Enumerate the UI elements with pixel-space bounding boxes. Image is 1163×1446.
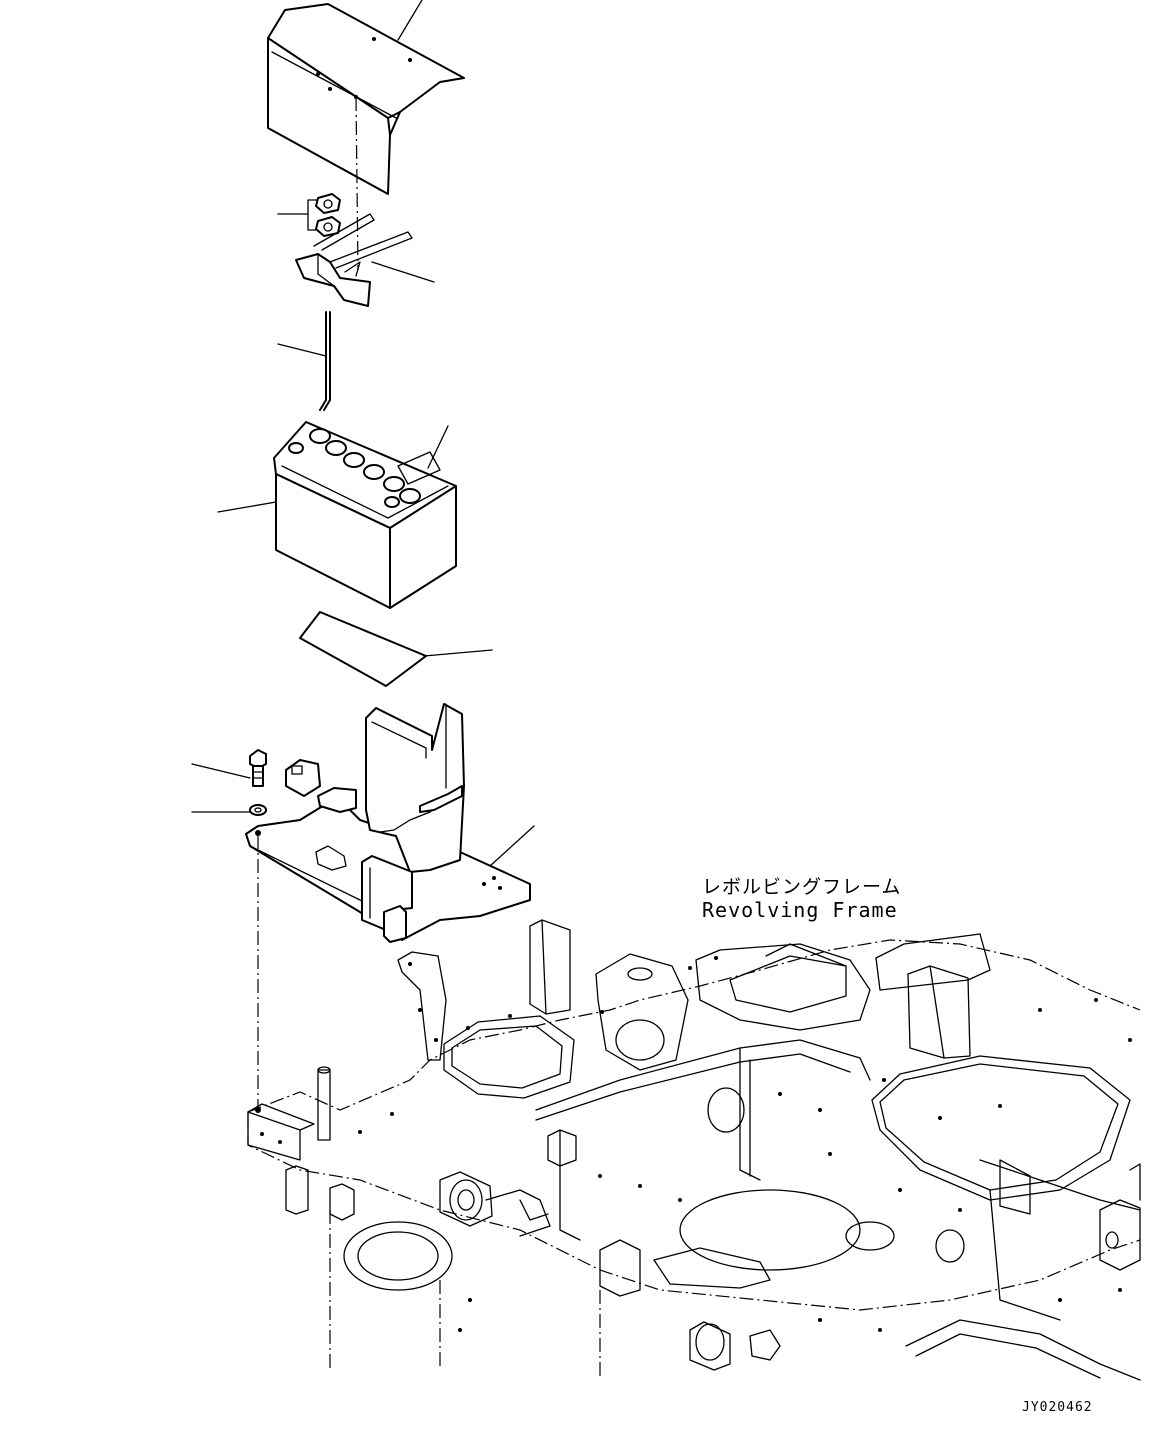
leader-line-bolt: [191, 763, 251, 779]
leader-line-hook-bolt: [277, 343, 327, 357]
leader-line-mat: [423, 649, 493, 657]
leader-line-cover: [397, 0, 423, 41]
drawing-code: JY020462: [1022, 1400, 1093, 1415]
battery-clamp-bracket: [295, 213, 413, 307]
bolt: [249, 749, 267, 787]
leader-line-battery-top: [427, 425, 449, 469]
battery-bracket: [245, 703, 531, 943]
nuts: [307, 193, 341, 237]
leader-line-battery: [217, 501, 277, 513]
leader-line-bracket: [489, 825, 535, 867]
washer: [249, 804, 267, 816]
frame-label-english: Revolving Frame: [702, 898, 898, 922]
battery-cover: [267, 3, 465, 271]
battery: [273, 421, 457, 609]
leader-line-clamp: [371, 261, 435, 283]
hook-bolt: [319, 311, 331, 411]
battery-mat: [299, 611, 427, 687]
revolving-frame: [247, 919, 1141, 1381]
frame-label-japanese: レボルビングフレーム: [702, 876, 902, 898]
